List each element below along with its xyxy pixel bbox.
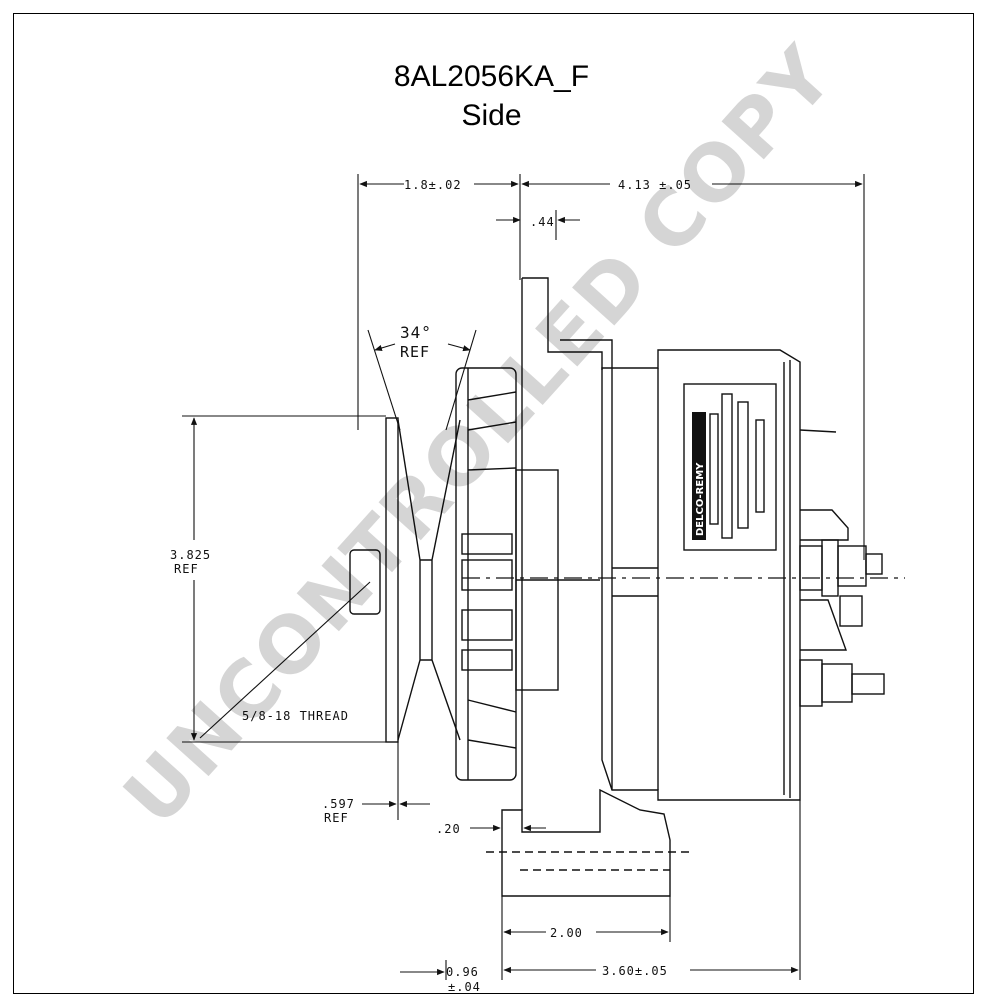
dim-offset-ref: REF — [324, 811, 349, 825]
dim-left-top: 1.8±.02 — [404, 178, 462, 192]
watermark-text: UNCONTROLLED COPY — [107, 30, 852, 843]
nameplate — [683, 383, 777, 551]
logo-text: DELCO-REMY — [695, 462, 706, 536]
dim-angle: 34° — [400, 323, 432, 342]
dimension-lines — [182, 174, 865, 980]
drawing-frame — [13, 13, 974, 994]
dim-bottom-left: 0.96 — [446, 965, 479, 979]
dim-offset: .597 — [322, 797, 355, 811]
nameplate-logo: DELCO-REMY — [692, 412, 706, 540]
dim-angle-ref: REF — [400, 343, 430, 361]
dim-right-top: 4.13 ±.05 — [618, 178, 692, 192]
pulley — [349, 417, 461, 743]
hub — [515, 469, 600, 691]
dim-foot: .20 — [436, 822, 461, 836]
dim-height-ref: REF — [174, 562, 199, 576]
alternator-outline — [349, 277, 885, 897]
dim-flange: .44 — [530, 215, 555, 229]
dim-bottom-right: 3.60±.05 — [602, 964, 668, 978]
drawing-subtitle: Side — [461, 99, 522, 132]
terminals — [799, 429, 885, 707]
dim-thread: 5/8-18 THREAD — [242, 709, 349, 723]
drawing-title: 8AL2056KA_F — [393, 60, 590, 93]
dim-mount: 2.00 — [550, 926, 583, 940]
front-mount-arm — [521, 277, 613, 810]
dim-bottom-left-tol: ±.04 — [448, 980, 481, 994]
foot-bracket — [486, 788, 690, 897]
dim-height: 3.825 — [170, 548, 211, 562]
